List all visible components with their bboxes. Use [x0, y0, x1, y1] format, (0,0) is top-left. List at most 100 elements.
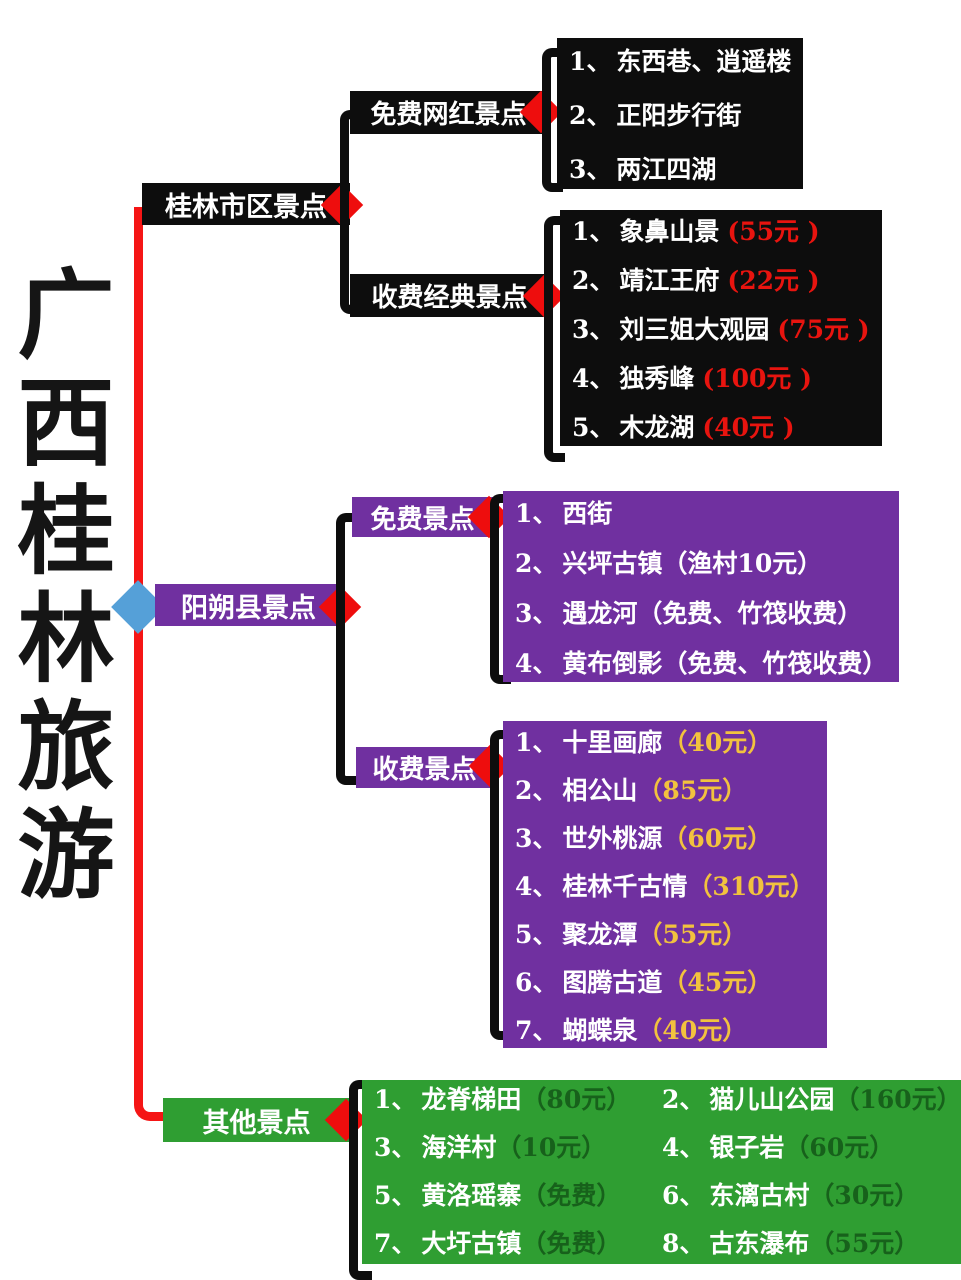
- group-label-free-famous: 免费网红景点: [350, 91, 547, 134]
- item-price: （160元）: [834, 1085, 961, 1114]
- item-name: 图腾古道: [562, 968, 663, 997]
- attraction-item: 1、龙脊梯田（80元）: [362, 1080, 644, 1116]
- item-price: (40元 ): [702, 413, 795, 442]
- attraction-item: 8、古东瀑布（55元）: [650, 1224, 932, 1260]
- item-name: 东漓古村: [709, 1182, 810, 1210]
- item-name: 猫儿山公园: [709, 1086, 835, 1114]
- item-price: （45元）: [662, 967, 773, 997]
- item-price: （80元）: [521, 1085, 632, 1114]
- item-number: 2、: [662, 1085, 705, 1114]
- item-number: 1、: [515, 727, 558, 757]
- item-number: 1、: [515, 498, 558, 528]
- item-price: （免费）: [521, 1181, 622, 1210]
- item-number: 2、: [569, 100, 612, 130]
- item-price: （40元）: [637, 1015, 748, 1045]
- item-name: 独秀峰: [619, 365, 695, 393]
- item-name: 西街: [562, 499, 613, 528]
- branch-bracket: [349, 1080, 372, 1280]
- item-price: （85元）: [637, 775, 748, 805]
- item-name: 象鼻山景: [619, 218, 720, 246]
- attraction-item: 6、东漓古村（30元）: [650, 1176, 932, 1212]
- group-label-paid-classic: 收费经典景点: [350, 274, 549, 317]
- attraction-item: 3、刘三姐大观园(75元 ): [560, 308, 882, 348]
- title-character: 林: [17, 585, 115, 694]
- item-name: 海洋村: [421, 1134, 497, 1162]
- attraction-list-city-free: 1、东西巷、逍遥楼 2、正阳步行街 3、两江四湖: [557, 38, 804, 189]
- attraction-item: 1、西街: [503, 491, 625, 532]
- attraction-item: 2、相公山（85元）: [503, 769, 760, 808]
- item-price: （30元）: [809, 1181, 920, 1210]
- title-character: 西: [17, 369, 115, 478]
- item-price: （60元）: [784, 1133, 895, 1162]
- title-character: 游: [17, 801, 115, 910]
- attraction-item: 3、海洋村（10元）: [362, 1128, 619, 1164]
- attraction-item: 7、大圩古镇（免费）: [362, 1224, 634, 1260]
- attraction-item: 4、独秀峰(100元 ): [560, 357, 824, 397]
- item-name: 世外桃源: [562, 824, 663, 853]
- group-bracket: [490, 730, 511, 1040]
- item-name: 正阳步行街: [616, 101, 742, 130]
- attraction-item: 2、猫儿山公园（160元）: [650, 1080, 961, 1116]
- title-character: 旅: [17, 693, 115, 802]
- attraction-item: 3、世外桃源（60元）: [503, 817, 785, 856]
- item-number: 4、: [572, 364, 615, 393]
- attraction-item: 4、银子岩（60元）: [650, 1128, 907, 1164]
- item-name: 蝴蝶泉: [562, 1016, 638, 1045]
- item-number: 3、: [515, 598, 558, 628]
- page-title: 广西桂林旅游: [16, 262, 116, 910]
- attraction-item: 3、遇龙河（免费、竹筏收费）: [503, 591, 875, 632]
- attraction-list-yangshuo-paid: 1、十里画廊（40元）2、相公山（85元）3、世外桃源（60元）4、桂林千古情（…: [503, 721, 827, 1048]
- item-name: 龙脊梯田: [421, 1086, 522, 1114]
- item-name: 黄布倒影: [562, 649, 663, 678]
- item-number: 3、: [572, 315, 615, 344]
- item-name: 桂林千古情: [562, 872, 688, 901]
- attraction-item: 1、东西巷、逍遥楼: [557, 38, 804, 81]
- branch-bracket: [336, 513, 357, 785]
- item-number: 3、: [515, 823, 558, 853]
- item-price: （免费）: [521, 1229, 622, 1258]
- attraction-item: 3、两江四湖: [557, 146, 729, 189]
- attraction-item: 5、聚龙潭（55元）: [503, 913, 760, 952]
- item-price: （免费、竹筏收费）: [637, 598, 863, 628]
- branch-label-guilin-city: 桂林市区景点: [142, 183, 350, 225]
- item-name: 靖江王府: [619, 267, 720, 295]
- item-price: (22元 ): [727, 266, 820, 295]
- title-character: 广: [17, 261, 115, 370]
- item-price: （55元）: [809, 1229, 920, 1258]
- item-number: 6、: [515, 967, 558, 997]
- item-number: 7、: [515, 1015, 558, 1045]
- group-bracket: [544, 216, 565, 462]
- branch-label-other: 其他景点: [163, 1098, 350, 1142]
- item-number: 4、: [515, 648, 558, 678]
- item-name: 兴坪古镇: [562, 549, 663, 578]
- item-price: （渔村10元）: [662, 548, 823, 578]
- item-name: 相公山: [562, 776, 638, 805]
- item-number: 8、: [662, 1229, 705, 1258]
- attraction-item: 2、兴坪古镇（渔村10元）: [503, 541, 835, 582]
- item-price: (75元 ): [777, 315, 870, 344]
- attraction-item: 7、蝴蝶泉（40元）: [503, 1009, 760, 1048]
- attraction-item: 5、黄洛瑶寨（免费）: [362, 1176, 634, 1212]
- item-price: （免费、竹筏收费）: [662, 648, 888, 678]
- trunk-connector-line: [134, 207, 179, 1121]
- item-number: 1、: [572, 217, 615, 246]
- item-name: 木龙湖: [619, 414, 695, 442]
- item-number: 2、: [572, 266, 615, 295]
- item-name: 遇龙河: [562, 599, 638, 628]
- item-number: 2、: [515, 775, 558, 805]
- item-number: 5、: [374, 1181, 417, 1210]
- item-price: （60元）: [662, 823, 773, 853]
- group-bracket: [542, 48, 563, 192]
- attraction-item: 5、木龙湖(40元 ): [560, 406, 807, 446]
- item-price: （310元）: [687, 871, 815, 901]
- item-name: 聚龙潭: [562, 920, 638, 949]
- item-name: 刘三姐大观园: [619, 316, 770, 344]
- item-name: 古东瀑布: [709, 1230, 810, 1258]
- item-name: 十里画廊: [562, 728, 663, 757]
- item-name: 黄洛瑶寨: [421, 1182, 522, 1210]
- item-number: 5、: [515, 919, 558, 949]
- item-number: 3、: [374, 1133, 417, 1162]
- item-name: 东西巷、逍遥楼: [616, 47, 792, 76]
